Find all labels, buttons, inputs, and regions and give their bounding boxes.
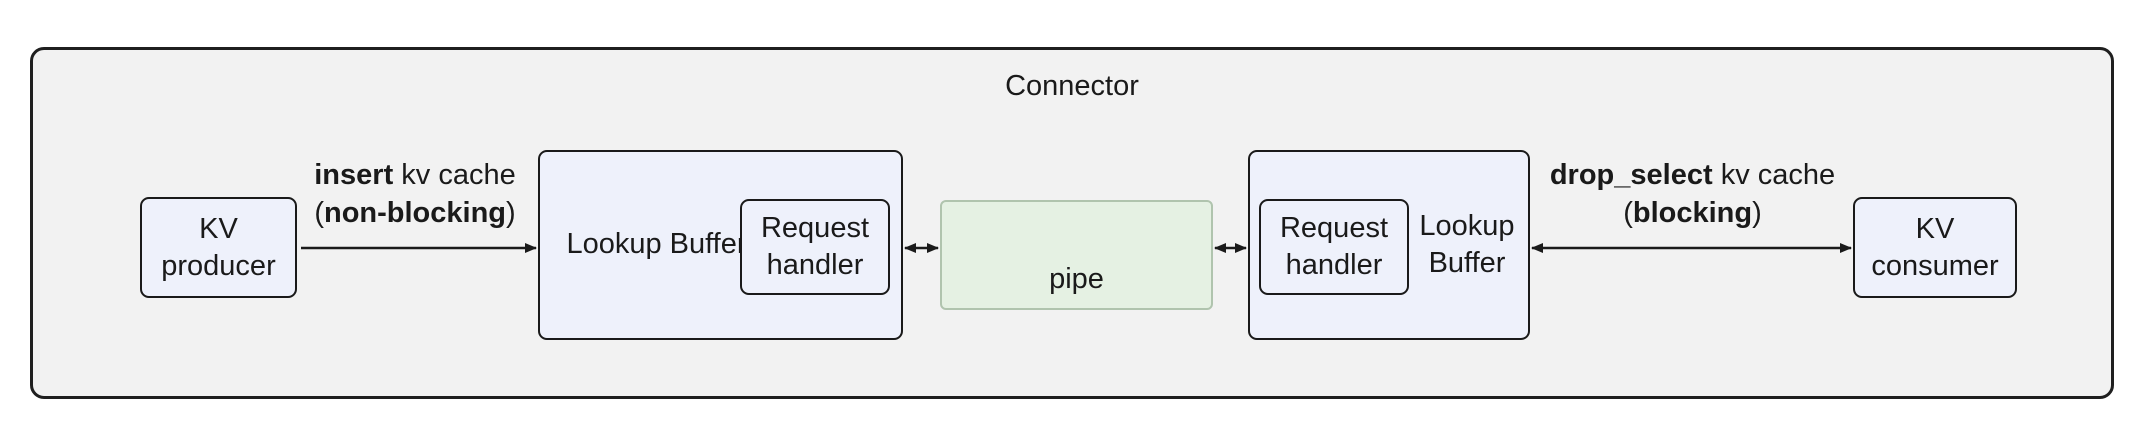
insert-edge-label: insert kv cache (non-blocking): [245, 156, 585, 233]
drop-select-paren-close: ): [1752, 197, 1762, 230]
drop-select-op-text: drop_select: [1549, 159, 1713, 191]
insert-edge-label-line1: insert kv cache: [245, 156, 585, 194]
drop-select-edge-label-line2: (blocking): [1510, 194, 1875, 232]
node-lookup-buffer-left: Lookup Buffer Request handler: [538, 150, 903, 340]
insert-paren-close: ): [506, 197, 516, 230]
drop-select-edge-label-line1: drop_select kv cache: [1510, 156, 1875, 194]
lookup-buffer-left-label: Lookup Buffer: [566, 228, 747, 261]
request-handler-left-label: Request handler: [760, 212, 869, 281]
node-request-handler-right: Request handler: [1259, 199, 1409, 295]
drop-select-rest-text: kv cache: [1712, 159, 1836, 191]
node-lookup-buffer-right: Request handler Lookup Buffer: [1248, 150, 1530, 340]
insert-paren-open: (: [314, 197, 324, 230]
insert-op-text: insert: [314, 159, 394, 191]
kv-producer-label: KV producer: [161, 212, 276, 282]
kv-consumer-label: KV consumer: [1871, 212, 1999, 282]
node-kv-producer: KV producer: [140, 197, 297, 298]
insert-rest-text: kv cache: [393, 159, 516, 191]
drop-select-paren-open: (: [1623, 197, 1633, 230]
drop-select-mode-text: blocking: [1632, 197, 1753, 230]
request-handler-right-label: Request handler: [1279, 212, 1388, 281]
insert-mode-text: non-blocking: [323, 197, 507, 230]
drop-select-edge-label: drop_select kv cache (blocking): [1510, 156, 1875, 233]
node-pipe: pipe: [940, 200, 1213, 310]
node-request-handler-left: Request handler: [740, 199, 890, 295]
pipe-label: pipe: [1049, 263, 1104, 295]
connector-title: Connector: [1005, 70, 1139, 102]
insert-edge-label-line2: (non-blocking): [245, 194, 585, 232]
node-kv-consumer: KV consumer: [1853, 197, 2017, 298]
lookup-buffer-right-label: Lookup Buffer: [1419, 209, 1515, 279]
